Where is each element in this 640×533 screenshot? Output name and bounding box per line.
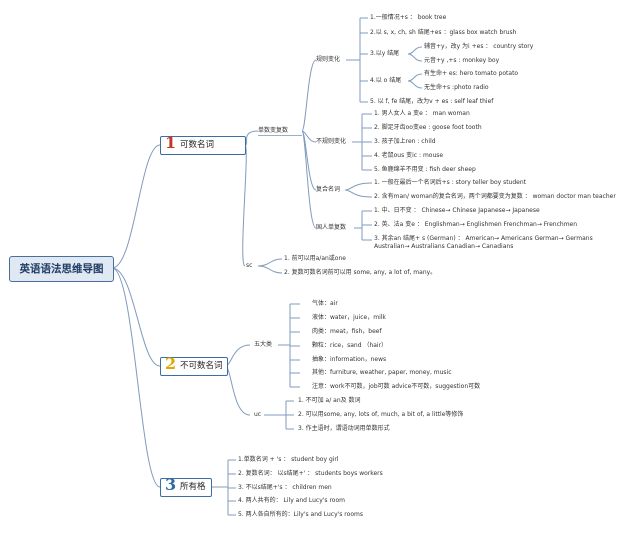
rule-item-3a: 辅音+y，改y 为i +es ： country story	[424, 43, 534, 50]
irregular-item-3: 3. 孩子加上ren : child	[374, 138, 436, 145]
branch-label: 不可数名词	[180, 361, 223, 371]
compound-item-2: 2. 含有man/ woman的复合名词，两个词都要变为复数 ： woman d…	[374, 193, 616, 200]
category-item-abstract: 抽象：information，news	[312, 356, 387, 363]
possessive-item-5: 5. 两人各自所有的：Lily's and Lucy's rooms	[238, 511, 363, 518]
irregular-item-5: 5. 鱼鹿绵羊不用变 : fish deer sheep	[374, 166, 476, 173]
uc-item-3: 3. 作主语时，谓语动词用单数形式	[298, 425, 390, 432]
rule-item-1: 1.一般情况+s ： book tree	[370, 14, 447, 21]
topic-sc: sc	[246, 262, 253, 269]
possessive-item-1: 1.单数名词 + 's ： student boy girl	[238, 456, 339, 463]
category-item-grain: 颗粒：rice，sand （hair）	[312, 342, 388, 349]
category-item-note: 注意：work不可数，job可数 advice不可数，suggestion可数	[312, 383, 481, 390]
nationality-item-3: 3. 其余an 结尾+ s (German) ： American→ Ameri…	[374, 235, 593, 242]
branch-number-3: 3	[165, 475, 177, 494]
possessive-item-2: 2. 复数名词： 以s结尾+' ： students boys workers	[238, 470, 383, 477]
possessive-item-3: 3. 不以s结尾+'s ： children men	[238, 484, 332, 491]
topic-five-categories: 五大类	[254, 341, 273, 348]
branch-label: 可数名词	[180, 140, 215, 150]
branch-uncountable-nouns: 2 不可数名词	[160, 354, 228, 376]
uc-item-1: 1. 不可加 a/ an及 数词	[298, 397, 361, 404]
rule-item-4a: 有生命+ es: hero tomato potato	[424, 70, 519, 77]
irregular-item-1: 1. 男人女人 a 变e ： man woman	[374, 110, 470, 117]
category-item-liquid: 液体：water，juice，milk	[312, 314, 386, 321]
topic-compound-nouns: 复合名词	[316, 186, 341, 193]
compound-item-1: 1. 一般在最后一个名词后+s : story teller boy stude…	[374, 179, 527, 186]
nationality-item-2: 2. 英、法a 变e ： Englishman→ Englishmen Fren…	[374, 221, 578, 228]
sc-item-1: 1. 前可以用a/an或one	[284, 255, 346, 262]
topic-nationality-plural: 国人单复数	[316, 224, 347, 231]
topic-uc: uc	[254, 411, 262, 418]
rule-item-2: 2.以 s, x, ch, sh 结尾+es ：glass box watch …	[370, 29, 517, 36]
branch-label: 所有格	[180, 482, 206, 492]
topic-singular-to-plural: 单数变复数	[258, 127, 289, 134]
topic-regular-change: 规则变化	[316, 56, 341, 63]
underline	[258, 135, 302, 136]
topic-irregular-change: 不规则变化	[316, 138, 347, 145]
uc-item-2: 2. 可以用some, any, lots of, much, a bit of…	[298, 411, 464, 418]
irregular-item-4: 4. 老鼠ous 变ic : mouse	[374, 152, 444, 159]
branch-countable-nouns: 1 可数名词	[160, 133, 246, 155]
nationality-item-1: 1. 中、日不变 ： Chinese→ Chinese Japanese→ Ja…	[374, 207, 540, 214]
branch-number-2: 2	[165, 354, 177, 373]
category-item-gas: 气体：air	[312, 300, 338, 307]
rule-item-3: 3.以y 结尾	[370, 50, 400, 57]
nationality-item-3-cont: Australian→ Australians Canadian→ Canadi…	[374, 243, 514, 250]
rule-item-4b: 无生命+s :photo radio	[424, 84, 489, 91]
branch-possessive: 3 所有格	[160, 475, 212, 497]
category-item-meat: 肉类：meat，fish，beef	[312, 328, 382, 335]
rule-item-5: 5. 以 f, fe 结尾，改为v + es : self leaf thief	[370, 98, 494, 105]
sc-item-2: 2. 复数可数名词前可以用 some, any, a lot of, many。	[284, 269, 437, 276]
rule-item-4: 4.以 o 结尾	[370, 77, 402, 84]
branch-number-1: 1	[165, 133, 177, 152]
rule-item-3b: 元音+y ,+s : monkey boy	[424, 57, 500, 64]
possessive-item-4: 4. 两人共有的： Lily and Lucy's room	[238, 497, 345, 504]
root-topic: 英语语法思维导图	[9, 256, 114, 282]
irregular-item-2: 2. 脚足牙齿oo变ee : goose foot tooth	[374, 124, 482, 131]
category-item-other: 其他：furniture, weather, paper, money, mus…	[312, 369, 452, 376]
